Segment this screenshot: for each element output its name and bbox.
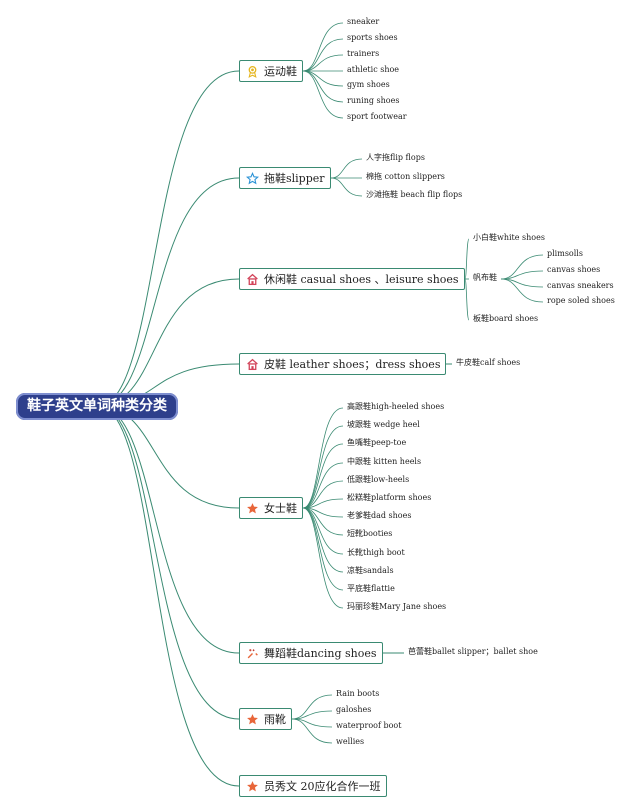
leaf-sport[interactable]: sports shoes [347,33,398,42]
leaf-women[interactable]: 低跟鞋low-heels [347,475,410,484]
branch-casual[interactable]: 休闲鞋 casual shoes 、leisure shoes [239,268,465,290]
leaf-connector [302,462,344,509]
branch-women[interactable]: 女士鞋 [239,497,303,519]
leaf-leather[interactable]: 牛皮鞋calf shoes [456,358,521,367]
leaf-connector [302,54,344,72]
leaf-women[interactable]: 平底鞋flattie [347,584,395,593]
leaf-women[interactable]: 老爹鞋dad shoes [347,511,412,520]
leaf-connector [302,22,344,72]
leaf-sport[interactable]: sport footwear [347,112,407,121]
sub-leaf-casual[interactable]: plimsolls [547,249,583,258]
leaf-connector [464,238,470,280]
sub-leaf-connector [500,278,544,303]
leaf-connector [302,443,344,509]
sub-leaf-connector [500,270,544,280]
leaf-women[interactable]: 鱼嘴鞋peep-toe [347,438,407,447]
sub-leaf-casual[interactable]: rope soled shoes [547,296,615,305]
leaf-connector [302,70,344,119]
leaf-rain[interactable]: waterproof boot [336,721,402,730]
branch-connector [97,405,240,720]
star-icon [246,780,259,793]
leaf-women[interactable]: 长靴thigh boot [347,548,405,557]
branch-slipper[interactable]: 拖鞋slipper [239,167,331,189]
star-outline-icon [246,171,259,185]
branch-author[interactable]: 员秀文 20应化合作一班 [239,775,387,797]
leaf-connector [302,70,344,103]
leaf-rain[interactable]: wellies [336,737,365,746]
home-icon [246,273,259,286]
tools-icon [246,647,259,660]
leaf-connector [291,694,333,720]
leaf-women[interactable]: 玛丽珍鞋Mary Jane shoes [347,602,447,611]
leaf-dance[interactable]: 芭蕾鞋ballet slipper；ballet shoe [408,647,538,656]
leaf-connector [302,507,344,555]
leaf-connector [330,158,363,179]
leaf-connector [302,480,344,509]
branch-dance[interactable]: 舞蹈鞋dancing shoes [239,642,383,664]
home-icon [246,358,259,371]
branch-label: 员秀文 20应化合作一班 [264,780,381,793]
star-icon [246,713,259,726]
branch-rain[interactable]: 雨靴 [239,708,292,730]
leaf-women[interactable]: 高跟鞋high-heeled shoes [347,402,445,411]
leaf-connector [291,710,333,720]
leaf-connector [302,407,344,509]
leaf-sport[interactable]: athletic shoe [347,65,400,74]
leaf-casual[interactable]: 小白鞋white shoes [473,233,545,242]
branch-sport[interactable]: 运动鞋 [239,60,303,82]
leaf-women[interactable]: 坡跟鞋 wedge heel [347,420,420,429]
branch-connector [97,405,240,654]
leaf-connector [302,425,344,509]
branch-connector [97,278,240,407]
leaf-connector [464,278,470,321]
branch-label: 女士鞋 [264,502,297,515]
leaf-slipper[interactable]: 人字拖flip flops [366,153,425,162]
branch-connector [97,405,240,787]
leaf-connector [302,38,344,72]
branch-label: 运动鞋 [264,65,297,78]
branch-label: 舞蹈鞋dancing shoes [264,647,377,660]
leaf-women[interactable]: 短靴booties [347,529,393,538]
leaf-casual[interactable]: 帆布鞋 [473,273,497,282]
branch-label: 雨靴 [264,713,286,726]
leaf-connector [302,507,344,609]
branch-connector [97,177,240,407]
leaf-women[interactable]: 松糕鞋platform shoes [347,493,432,502]
leaf-rain[interactable]: Rain boots [336,689,380,698]
star-icon [246,502,259,515]
leaf-connector [291,718,333,744]
leaf-women[interactable]: 中跟鞋 kitten heels [347,457,422,466]
branch-label: 休闲鞋 casual shoes 、leisure shoes [264,273,459,286]
branch-leather[interactable]: 皮鞋 leather shoes；dress shoes [239,353,447,375]
leaf-connector [330,177,363,197]
leaf-sport[interactable]: gym shoes [347,80,390,89]
sub-leaf-connector [500,254,544,280]
leaf-sport[interactable]: trainers [347,49,380,58]
leaf-slipper[interactable]: 棉拖 cotton slippers [366,172,445,181]
root-topic[interactable]: 鞋子英文单词种类分类 [16,393,178,420]
sub-leaf-casual[interactable]: canvas shoes [547,265,601,274]
leaf-casual[interactable]: 板鞋board shoes [473,314,539,323]
branch-connector [97,70,240,407]
branch-label: 拖鞋slipper [264,172,325,185]
medal-icon [246,65,259,78]
leaf-slipper[interactable]: 沙滩拖鞋 beach flip flops [366,190,463,199]
leaf-sport[interactable]: runing shoes [347,96,400,105]
branch-label: 皮鞋 leather shoes；dress shoes [264,358,441,371]
leaf-rain[interactable]: galoshes [336,705,372,714]
leaf-sport[interactable]: sneaker [347,17,380,26]
sub-leaf-casual[interactable]: canvas sneakers [547,281,614,290]
leaf-women[interactable]: 凉鞋sandals [347,566,394,575]
leaf-connector [302,498,344,509]
